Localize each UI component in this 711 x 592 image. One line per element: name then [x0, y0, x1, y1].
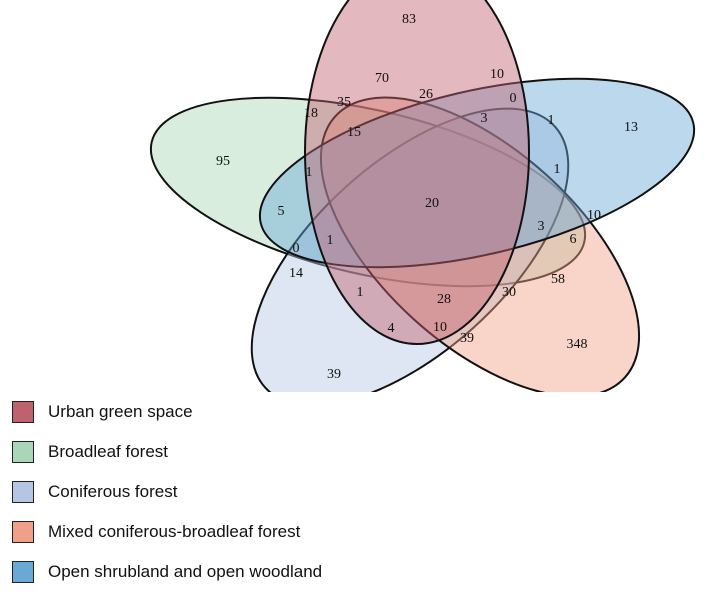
region-count-11: 0	[510, 91, 517, 106]
region-count-14: 1	[554, 162, 561, 177]
region-count-15: 1	[306, 165, 313, 180]
region-count-16: 5	[278, 204, 285, 219]
region-count-7: 18	[304, 106, 318, 121]
legend-item-broadleaf-forest: Broadleaf forest	[12, 432, 322, 472]
legend-swatch-shrubland	[12, 561, 34, 583]
legend: Urban green space Broadleaf forest Conif…	[12, 392, 322, 592]
region-count-9: 26	[419, 87, 433, 102]
region-count-24: 1	[357, 285, 364, 300]
legend-label-urban: Urban green space	[48, 402, 193, 421]
region-count-28: 4	[388, 321, 395, 336]
legend-swatch-coniferous	[12, 481, 34, 503]
region-count-5: 70	[375, 71, 389, 86]
region-count-30: 39	[460, 331, 474, 346]
legend-swatch-urban	[12, 401, 34, 423]
ellipse-mixed	[319, 96, 641, 392]
region-count-20: 6	[570, 232, 577, 247]
region-count-17: 20	[425, 196, 439, 211]
region-count-29: 10	[433, 320, 447, 335]
legend-item-open-shrubland: Open shrubland and open woodland	[12, 552, 322, 592]
region-count-22: 1	[327, 233, 334, 248]
region-count-13: 1	[548, 113, 555, 128]
ellipse-urban	[304, 0, 530, 345]
legend-label-coniferous: Coniferous forest	[48, 482, 178, 501]
region-count-23: 14	[289, 266, 303, 281]
region-count-18: 3	[538, 219, 545, 234]
region-count-26: 28	[437, 292, 451, 307]
region-count-27: 30	[502, 285, 516, 300]
region-count-12: 3	[481, 111, 488, 126]
region-count-25: 58	[551, 272, 565, 287]
region-count-6: 10	[490, 67, 504, 82]
ellipse-coniferous	[250, 107, 570, 392]
region-count-2: 13	[624, 120, 638, 135]
region-count-4: 39	[327, 367, 341, 382]
legend-item-urban-green-space: Urban green space	[12, 392, 322, 432]
legend-swatch-mixed	[12, 521, 34, 543]
legend-item-coniferous-forest: Coniferous forest	[12, 472, 322, 512]
legend-swatch-broadleaf	[12, 441, 34, 463]
region-count-21: 0	[293, 241, 300, 256]
region-count-19: 10	[587, 208, 601, 223]
legend-item-mixed-forest: Mixed coniferous-broadleaf forest	[12, 512, 322, 552]
ellipse-broadleaf	[149, 96, 587, 288]
region-count-3: 348	[567, 337, 588, 352]
ellipse-shrubland	[258, 77, 696, 269]
legend-label-broadleaf: Broadleaf forest	[48, 442, 169, 461]
region-count-0: 83	[402, 12, 416, 27]
region-count-1: 95	[216, 154, 230, 169]
region-count-10: 15	[347, 125, 361, 140]
legend-label-shrubland: Open shrubland and open woodland	[48, 562, 323, 581]
region-count-8: 35	[337, 95, 351, 110]
legend-label-mixed: Mixed coniferous-broadleaf forest	[48, 522, 301, 541]
